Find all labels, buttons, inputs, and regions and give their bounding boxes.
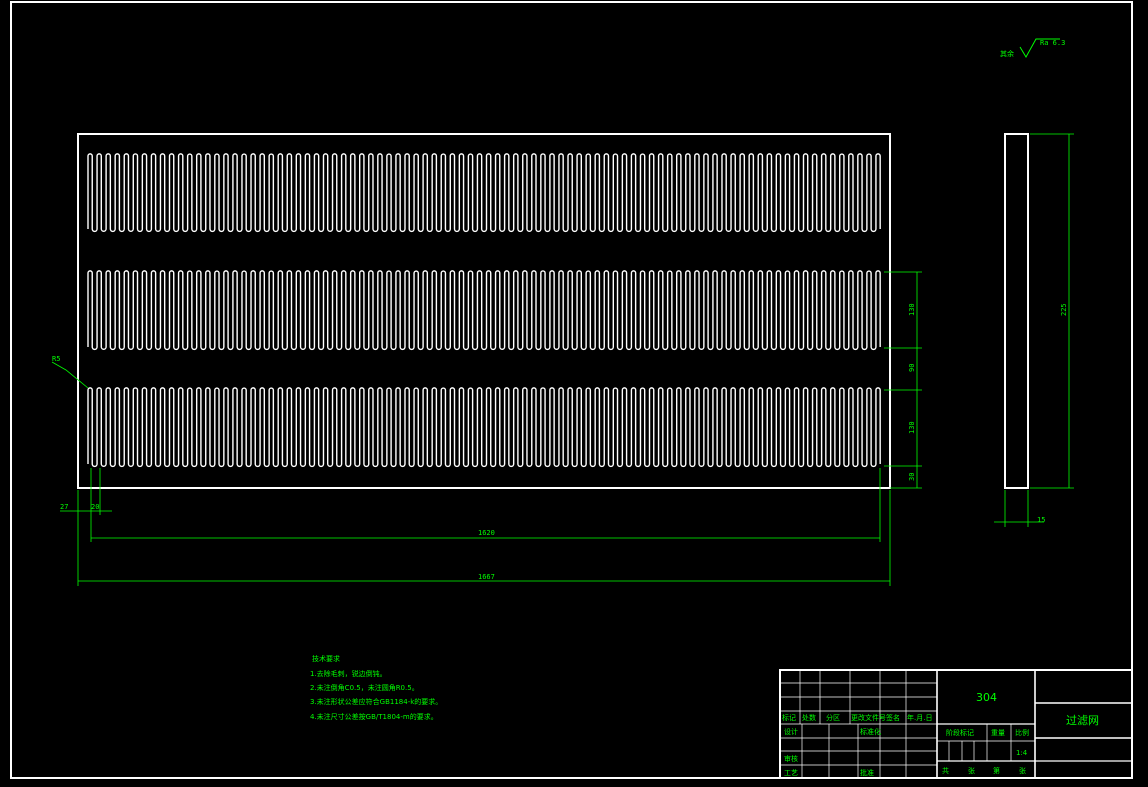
dim-left-offset-b: 20 [91, 503, 99, 511]
notes-item-2: 2.未注倒角C0.5，未注圆角R0.5。 [310, 683, 419, 692]
role-design: 设计 [784, 727, 798, 736]
front-view [77, 133, 891, 489]
side-view [1004, 133, 1029, 489]
weight-label: 重量 [991, 729, 1005, 737]
rev-header-mark: 标记 [782, 713, 796, 722]
side-outline [1004, 133, 1029, 489]
roughness-symbol: 其余 Ra 6.3 [1000, 38, 1065, 58]
dim-left-offset-a: 27 [60, 503, 68, 511]
dim-gap: 90 [908, 364, 916, 372]
roughness-value: Ra 6.3 [1040, 39, 1065, 47]
scale-value: 1:4 [1016, 749, 1028, 757]
part-name: 过滤网 [1066, 714, 1099, 727]
dim-thickness: 15 [1037, 516, 1045, 524]
roughness-prefix: 其余 [1000, 49, 1014, 58]
rev-header-date: 年.月.日 [907, 713, 932, 722]
dim-radius: R5 [52, 355, 60, 363]
notes-item-4: 4.未注尺寸公差按GB/T1804-m的要求。 [310, 712, 438, 721]
dimension-lines [51, 133, 1074, 586]
rev-header-doc: 更改文件号 [851, 713, 886, 722]
sheet-total-prefix: 共 [942, 766, 949, 775]
dim-height: 225 [1060, 303, 1068, 316]
sheet-no-prefix: 第 [993, 766, 1000, 775]
sheet-total-suffix: 张 [968, 766, 975, 775]
role-review: 审核 [784, 754, 798, 763]
material-label: 304 [976, 691, 997, 704]
technical-notes: 技术要求 1.去除毛刺，锐边倒钝。 2.未注倒角C0.5，未注圆角R0.5。 3… [310, 654, 442, 721]
dim-slot-length-2: 130 [908, 421, 916, 434]
role-approve: 批准 [860, 768, 874, 777]
dim-overall-length: 1667 [478, 573, 495, 581]
sheet-no-suffix: 张 [1019, 766, 1026, 775]
rev-header-sign: 签名 [886, 713, 900, 722]
slot-row-3 [87, 387, 881, 468]
title-block [779, 669, 1133, 779]
role-process: 工艺 [784, 769, 798, 777]
notes-item-3: 3.未注形状公差应符合GB1184-k的要求。 [310, 697, 442, 706]
scale-label: 比例 [1015, 728, 1029, 737]
slot-row-2 [87, 270, 881, 351]
notes-title: 技术要求 [312, 654, 340, 663]
dim-bottom-margin: 30 [908, 473, 916, 481]
notes-item-1: 1.去除毛刺，锐边倒钝。 [310, 669, 387, 678]
dim-slot-span: 1620 [478, 529, 495, 537]
stage-label: 阶段标记 [946, 728, 974, 737]
slot-row-1 [87, 153, 881, 233]
role-standard: 标准化 [860, 727, 881, 736]
rev-header-count: 处数 [802, 713, 816, 722]
dim-slot-length-1: 130 [908, 303, 916, 316]
title-block-texts: 标记 处数 分区 更改文件号 签名 年.月.日 设计 标准化 审核 工艺 批准 … [782, 691, 1099, 777]
rev-header-zone: 分区 [826, 713, 840, 722]
plate-outline [77, 133, 891, 489]
drawing-frame [10, 1, 1133, 779]
